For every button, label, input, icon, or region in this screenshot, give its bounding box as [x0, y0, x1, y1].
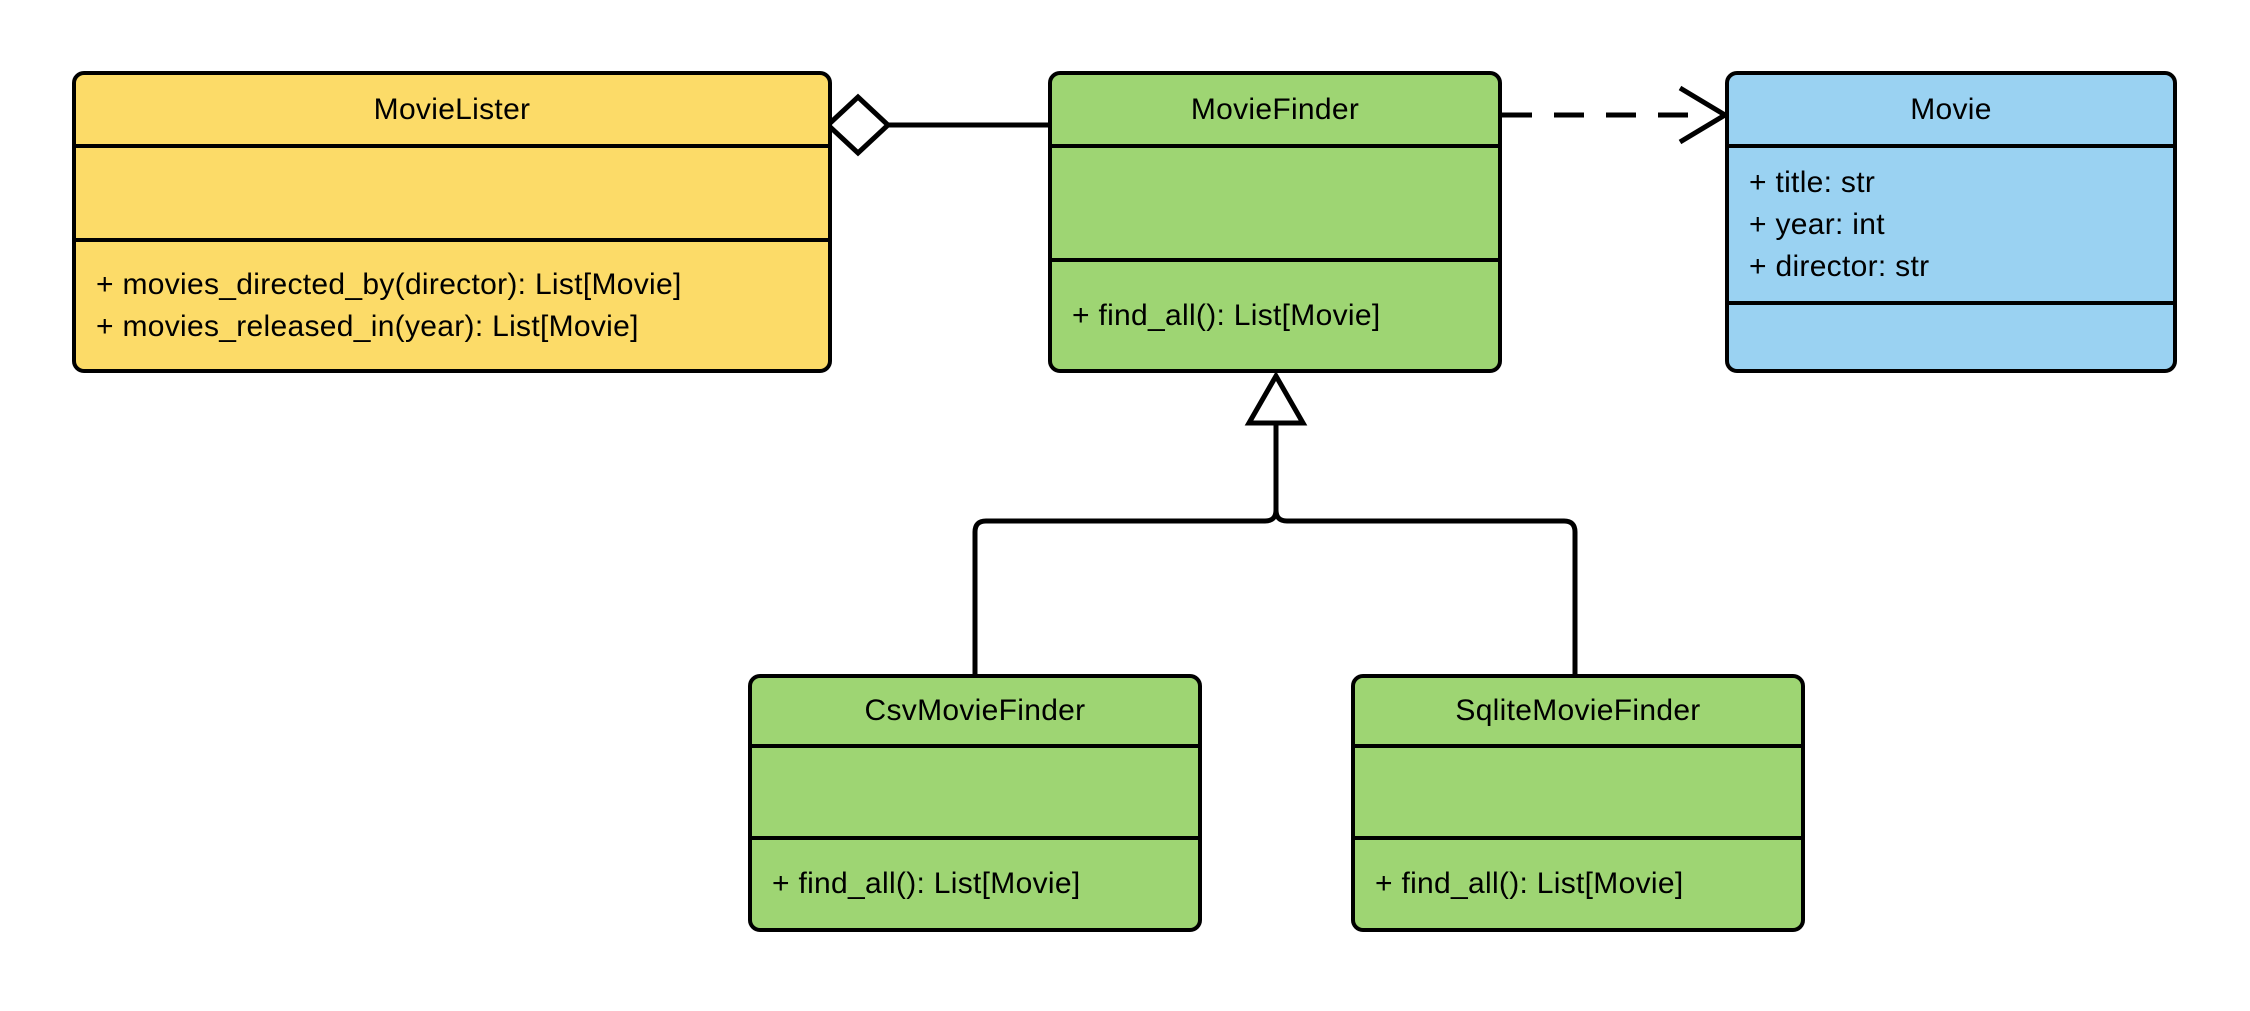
class-moviefinder: MovieFinder + find_all(): List[Movie]: [1048, 71, 1502, 373]
class-title: SqliteMovieFinder: [1455, 694, 1701, 727]
class-title: CsvMovieFinder: [864, 694, 1086, 727]
class-attributes: [76, 144, 828, 238]
class-attributes: + title: str + year: int + director: str: [1729, 144, 2173, 301]
class-title: Movie: [1910, 92, 1992, 126]
attribute: + year: int: [1749, 207, 1885, 241]
class-attributes: [752, 744, 1198, 836]
class-title: MovieFinder: [1190, 92, 1360, 126]
class-movie: Movie + title: str + year: int + directo…: [1725, 71, 2177, 373]
class-sqlitemoviefinder: SqliteMovieFinder + find_all(): List[Mov…: [1351, 674, 1805, 932]
class-csvmoviefinder: CsvMovieFinder + find_all(): List[Movie]: [748, 674, 1202, 932]
class-movielister: MovieLister + movies_directed_by(directo…: [72, 71, 832, 373]
class-title: MovieLister: [373, 92, 531, 126]
class-methods: + find_all(): List[Movie]: [1355, 836, 1801, 928]
class-attributes: [1355, 744, 1801, 836]
class-methods: + find_all(): List[Movie]: [752, 836, 1198, 928]
class-attributes: [1052, 144, 1498, 258]
inheritance-branch-sqlitemoviefinder: [1273, 424, 1578, 676]
dependency-connector-moviefinder-movie: [1502, 85, 1730, 145]
method: + find_all(): List[Movie]: [1072, 298, 1381, 332]
method: + find_all(): List[Movie]: [772, 867, 1081, 900]
class-methods: [1729, 301, 2173, 369]
aggregation-connector-movielister-moviefinder: [824, 93, 1050, 157]
method: + find_all(): List[Movie]: [1375, 867, 1684, 900]
class-methods: + movies_directed_by(director): List[Mov…: [76, 238, 828, 369]
inheritance-connector-moviefinder-subclasses: [972, 370, 1578, 676]
method: + movies_released_in(year): List[Movie]: [96, 309, 639, 343]
inheritance-triangle-icon: [1244, 370, 1308, 426]
attribute: + title: str: [1749, 165, 1876, 199]
class-methods: + find_all(): List[Movie]: [1052, 258, 1498, 369]
method: + movies_directed_by(director): List[Mov…: [96, 267, 682, 301]
inheritance-branch-csvmoviefinder: [972, 424, 1279, 676]
dependency-open-arrowhead-icon: [1678, 85, 1730, 145]
attribute: + director: str: [1749, 249, 1930, 283]
aggregation-diamond-icon: [824, 93, 892, 157]
